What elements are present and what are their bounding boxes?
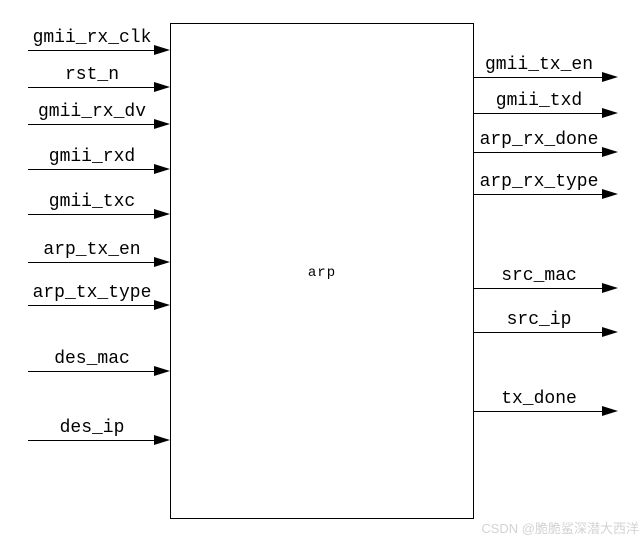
signal-label: arp_tx_en bbox=[43, 240, 141, 260]
signal-wire bbox=[474, 411, 605, 413]
input-port-arp_tx_type: arp_tx_type bbox=[28, 280, 170, 310]
signal-wire bbox=[28, 87, 157, 89]
signal-label: src_ip bbox=[506, 310, 572, 330]
arrowhead-right-icon bbox=[602, 283, 618, 293]
signal-wire bbox=[474, 332, 605, 334]
arrowhead-right-icon bbox=[154, 209, 170, 219]
input-port-gmii_txc: gmii_txc bbox=[28, 189, 170, 219]
input-port-gmii_rx_dv: gmii_rx_dv bbox=[28, 99, 170, 129]
signal-wire bbox=[28, 440, 157, 442]
csdn-watermark: CSDN @脆脆鲨深潜大西洋 bbox=[481, 521, 639, 536]
arrowhead-right-icon bbox=[154, 45, 170, 55]
output-port-gmii_tx_en: gmii_tx_en bbox=[474, 52, 618, 82]
module-block bbox=[170, 23, 474, 519]
arrowhead-right-icon bbox=[154, 164, 170, 174]
input-port-des_ip: des_ip bbox=[28, 415, 170, 445]
signal-wire bbox=[474, 152, 605, 154]
input-port-gmii_rxd: gmii_rxd bbox=[28, 144, 170, 174]
input-port-rst_n: rst_n bbox=[28, 62, 170, 92]
signal-label: rst_n bbox=[64, 65, 119, 85]
module-name-label: arp bbox=[307, 265, 337, 281]
signal-label: src_mac bbox=[501, 266, 577, 286]
output-port-src_mac: src_mac bbox=[474, 263, 618, 293]
signal-wire bbox=[28, 371, 157, 373]
signal-label: arp_rx_done bbox=[479, 130, 599, 150]
input-port-arp_tx_en: arp_tx_en bbox=[28, 237, 170, 267]
arrowhead-right-icon bbox=[602, 147, 618, 157]
signal-label: arp_rx_type bbox=[479, 172, 599, 192]
signal-wire bbox=[28, 262, 157, 264]
arrowhead-right-icon bbox=[154, 119, 170, 129]
signal-label: des_mac bbox=[54, 349, 130, 369]
signal-wire bbox=[28, 50, 157, 52]
signal-label: gmii_rx_dv bbox=[37, 102, 147, 122]
signal-label: arp_tx_type bbox=[32, 283, 152, 303]
arrowhead-right-icon bbox=[602, 406, 618, 416]
output-port-tx_done: tx_done bbox=[474, 386, 618, 416]
arrowhead-right-icon bbox=[154, 300, 170, 310]
arrowhead-right-icon bbox=[602, 108, 618, 118]
signal-label: des_ip bbox=[59, 418, 125, 438]
signal-wire bbox=[28, 124, 157, 126]
arrowhead-right-icon bbox=[602, 72, 618, 82]
output-port-arp_rx_done: arp_rx_done bbox=[474, 127, 618, 157]
signal-wire bbox=[474, 288, 605, 290]
signal-wire bbox=[474, 194, 605, 196]
signal-wire bbox=[28, 214, 157, 216]
signal-label: gmii_tx_en bbox=[484, 55, 594, 75]
arrowhead-right-icon bbox=[154, 366, 170, 376]
signal-label: gmii_rxd bbox=[48, 147, 136, 167]
signal-label: gmii_rx_clk bbox=[32, 28, 152, 48]
input-port-des_mac: des_mac bbox=[28, 346, 170, 376]
output-port-gmii_txd: gmii_txd bbox=[474, 88, 618, 118]
signal-label: gmii_txd bbox=[495, 91, 583, 111]
signal-wire bbox=[474, 77, 605, 79]
arrowhead-right-icon bbox=[154, 257, 170, 267]
arrowhead-right-icon bbox=[154, 435, 170, 445]
output-port-src_ip: src_ip bbox=[474, 307, 618, 337]
input-port-gmii_rx_clk: gmii_rx_clk bbox=[28, 25, 170, 55]
signal-label: gmii_txc bbox=[48, 192, 136, 212]
output-port-arp_rx_type: arp_rx_type bbox=[474, 169, 618, 199]
signal-label: tx_done bbox=[501, 389, 577, 409]
signal-wire bbox=[474, 113, 605, 115]
signal-wire bbox=[28, 305, 157, 307]
arrowhead-right-icon bbox=[602, 189, 618, 199]
arrowhead-right-icon bbox=[154, 82, 170, 92]
arrowhead-right-icon bbox=[602, 327, 618, 337]
signal-wire bbox=[28, 169, 157, 171]
